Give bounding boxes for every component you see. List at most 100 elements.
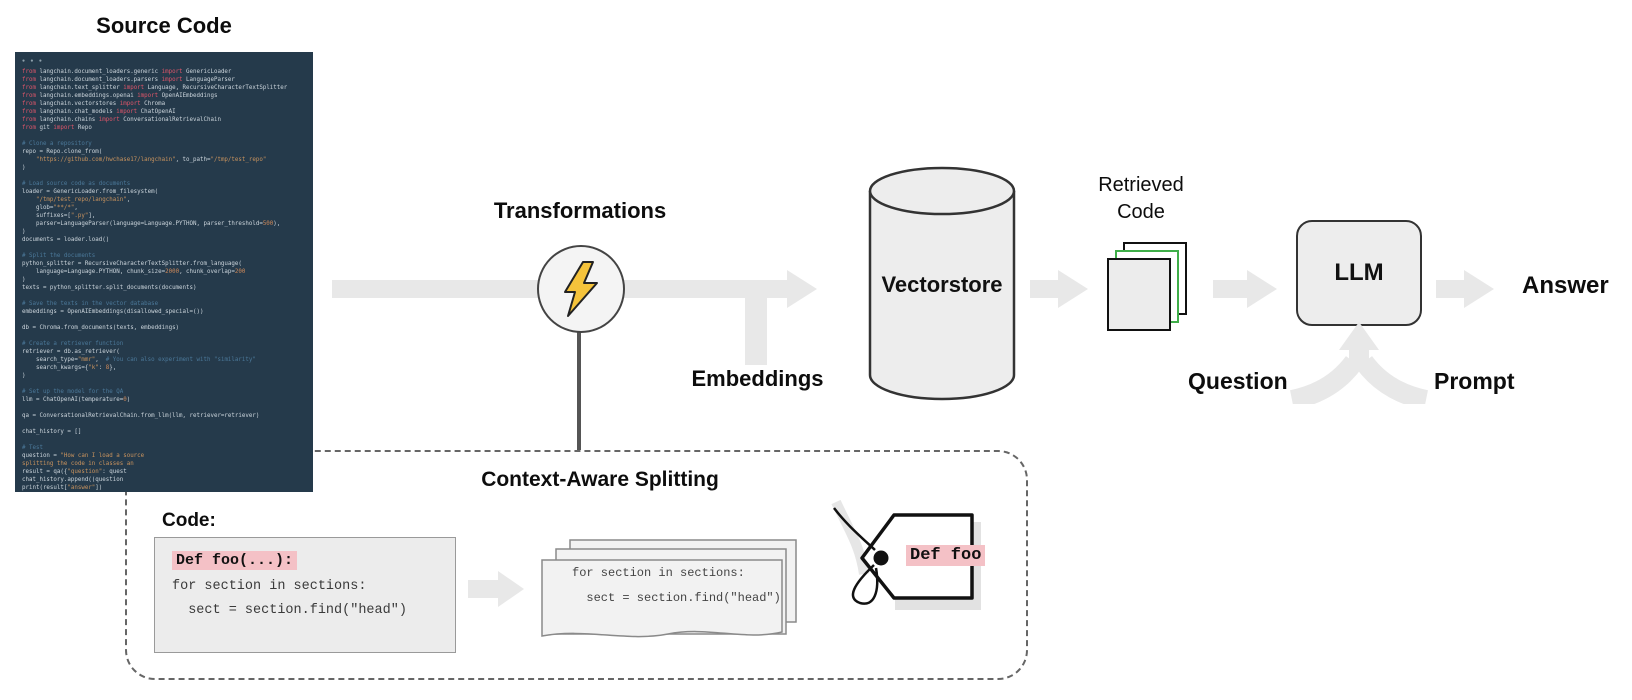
code-token: 2000: [165, 269, 180, 275]
code-token: "https://github.com/hwchase17/langchain": [22, 157, 176, 163]
code-token: chat_history.append((question: [22, 477, 124, 483]
code-token: parser=LanguageParser(language=Language.…: [22, 221, 263, 227]
code-line: from langchain.chat_models import ChatOp…: [22, 108, 313, 116]
code-line: chat_history.append((question: [22, 476, 313, 484]
code-token: ): [22, 229, 26, 235]
transformations-node: [537, 245, 625, 333]
code-line: chat_history = []: [22, 428, 313, 436]
lightning-icon: [564, 261, 598, 317]
code-line: parser=LanguageParser(language=Language.…: [22, 220, 313, 228]
code-line: # Clone a repository: [22, 140, 313, 148]
code-token: },: [109, 365, 117, 371]
code-token: qa = ConversationalRetrievalChain.from_l…: [22, 413, 260, 419]
code-token: from: [22, 69, 40, 75]
code-token: GenericLoader: [186, 69, 232, 75]
code-token: :: [98, 365, 106, 371]
code-token: : quest: [102, 469, 127, 475]
code-line: retriever = db.as_retriever(: [22, 348, 313, 356]
code-token: ChatOpenAI: [140, 109, 176, 115]
code-token: "question": [67, 469, 103, 475]
code-token: LanguageParser: [186, 77, 235, 83]
code-line: ): [22, 228, 313, 236]
code-token: loader = GenericLoader.from_filesystem(: [22, 189, 159, 195]
embeddings-label: Embeddings: [691, 366, 824, 391]
code-token: ): [22, 373, 26, 379]
code-token: from: [22, 85, 40, 91]
code-line: "https://github.com/hwchase17/langchain"…: [22, 156, 313, 164]
flow-arrow-answer-head: [1464, 270, 1494, 308]
code-line: print(result["answer"]): [22, 484, 313, 492]
splitting-arrow-head: [498, 571, 524, 607]
code-line: result = qa({"question": quest: [22, 468, 313, 476]
retrieved-code-label-line2: Code: [1117, 201, 1165, 223]
code-line: from langchain.chains import Conversatio…: [22, 116, 313, 124]
code-editor-lines: from langchain.document_loaders.generic …: [22, 68, 313, 492]
code-token: repo = Repo.clone_from(: [22, 149, 103, 155]
code-token: Repo: [77, 125, 92, 131]
code-token: # You can also experiment with "similari…: [98, 357, 256, 363]
code-token: db = Chroma.from_documents(texts, embedd…: [22, 325, 180, 331]
code-token: # Create a retriever function: [22, 341, 124, 347]
transformations-splitting-connector: [577, 331, 581, 450]
tag-label: Def foo: [906, 545, 986, 566]
code-line: from langchain.text_splitter import Lang…: [22, 84, 313, 92]
vectorstore-cylinder-icon: [868, 166, 1016, 401]
code-token: import: [119, 101, 145, 107]
code-token: chat_history = []: [22, 429, 82, 435]
code-token: ),: [273, 221, 281, 227]
code-line: ): [22, 372, 313, 380]
code-line: [22, 292, 313, 300]
code-line: llm = ChatOpenAI(temperature=0): [22, 396, 313, 404]
code-line: language=Language.PYTHON, chunk_size=200…: [22, 268, 313, 276]
flow-arrow-retrieve-head: [1058, 270, 1088, 308]
code-token: langchain.chains: [39, 117, 99, 123]
embeddings-elbow-arrow: [745, 289, 767, 365]
code-token: "answer": [67, 485, 96, 491]
code-token: glob=: [22, 205, 54, 211]
code-line: "/tmp/test_repo/langchain",: [22, 196, 313, 204]
code-line: loader = GenericLoader.from_filesystem(: [22, 188, 313, 196]
code-token: "mmr": [77, 357, 96, 363]
code-token: splitting the code in classes an: [22, 461, 134, 467]
question-label: Question: [1188, 368, 1288, 394]
code-token: , to_path=: [175, 157, 211, 163]
code-line: ): [22, 164, 313, 172]
code-line: # Split the documents: [22, 252, 313, 260]
code-line: texts = python_splitter.split_documents(…: [22, 284, 313, 292]
code-line: search_type="mmr", # You can also experi…: [22, 356, 313, 364]
code-line: [22, 436, 313, 444]
retrieved-code-label: Retrieved Code: [1078, 172, 1204, 226]
flow-arrow-retrieve-bar: [1030, 280, 1058, 298]
code-token: Chroma: [144, 101, 166, 107]
code-token: import: [53, 125, 78, 131]
code-token: # Load source code as documents: [22, 181, 131, 187]
code-token: # Set up the model for the QA: [22, 389, 124, 395]
code-line: documents = loader.load(): [22, 236, 313, 244]
code-token: langchain.chat_models: [39, 109, 117, 115]
code-line: embeddings = OpenAIEmbeddings(disallowed…: [22, 308, 313, 316]
code-token: from: [22, 125, 40, 131]
code-token: result = qa({: [22, 469, 68, 475]
code-token: "/tmp/test_repo": [210, 157, 267, 163]
code-line: # Create a retriever function: [22, 340, 313, 348]
code-token: # Test: [22, 445, 43, 451]
code-token: "k": [88, 365, 99, 371]
code-token: from: [22, 109, 40, 115]
chunk-pages-icon: [541, 539, 797, 638]
flow-arrow-llm-bar: [1213, 280, 1247, 298]
code-token: 0: [123, 397, 127, 403]
code-line: # Load source code as documents: [22, 180, 313, 188]
code-line: splitting the code in classes an: [22, 460, 313, 468]
code-token: langchain.document_loaders.generic: [39, 69, 162, 75]
code-line: [22, 332, 313, 340]
flow-arrow-answer-bar: [1436, 280, 1464, 298]
code-token: , chunk_overlap=: [179, 269, 235, 275]
code-token: ): [22, 277, 26, 283]
code-line: search_kwargs={"k": 8},: [22, 364, 313, 372]
code-token: 500: [262, 221, 274, 227]
llm-label: LLM: [1334, 259, 1384, 286]
code-line: question = "How can I load a source: [22, 452, 313, 460]
code-token: ,: [95, 357, 99, 363]
answer-label: Answer: [1522, 272, 1609, 299]
transformations-label: Transformations: [493, 198, 667, 223]
